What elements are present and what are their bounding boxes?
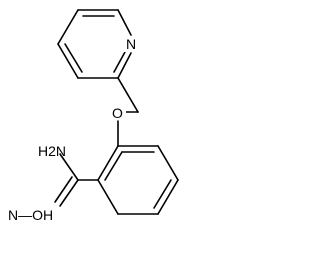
- bond-py-n-c3: [117, 9, 132, 36]
- bond-py-double-2: [64, 43, 83, 73]
- o-label-bg: [110, 104, 126, 120]
- bond-bz-double-3: [104, 151, 123, 181]
- bond-bz-double-2: [153, 179, 172, 209]
- atom-labels: N O H2N N—OH: [8, 36, 138, 223]
- structure-svg: N O H2N N—OH: [8, 9, 179, 223]
- amine-label: H2N: [38, 143, 66, 159]
- bond-c-n-double-b: [54, 176, 73, 203]
- bond-bz-c2-c3: [157, 145, 179, 181]
- oxime-label: N—OH: [8, 207, 53, 223]
- amidoxime-group: [54, 153, 99, 207]
- benzene-ring: [97, 145, 179, 215]
- ether-oxygen-label: O: [112, 105, 123, 121]
- bond-bz-c5-c6: [97, 179, 119, 215]
- bond-bz-c3-c4: [157, 179, 179, 215]
- bond-c-nh2: [59, 153, 79, 181]
- bond-py-c2-n: [117, 52, 132, 79]
- bond-py-double-3: [113, 51, 126, 73]
- bond-py-c5-c6: [57, 43, 79, 79]
- bond-bz-c6-c1: [97, 145, 119, 181]
- bond-c2-ch2: [117, 77, 139, 113]
- bond-c-n-double-a: [59, 179, 79, 207]
- pyridine-nitrogen-label: N: [126, 36, 136, 52]
- n-label-bg: [124, 36, 138, 52]
- bond-py-c4-c5: [57, 9, 79, 45]
- pyridine-ring: [57, 9, 132, 79]
- molecule-structure: N O H2N N—OH: [8, 9, 179, 223]
